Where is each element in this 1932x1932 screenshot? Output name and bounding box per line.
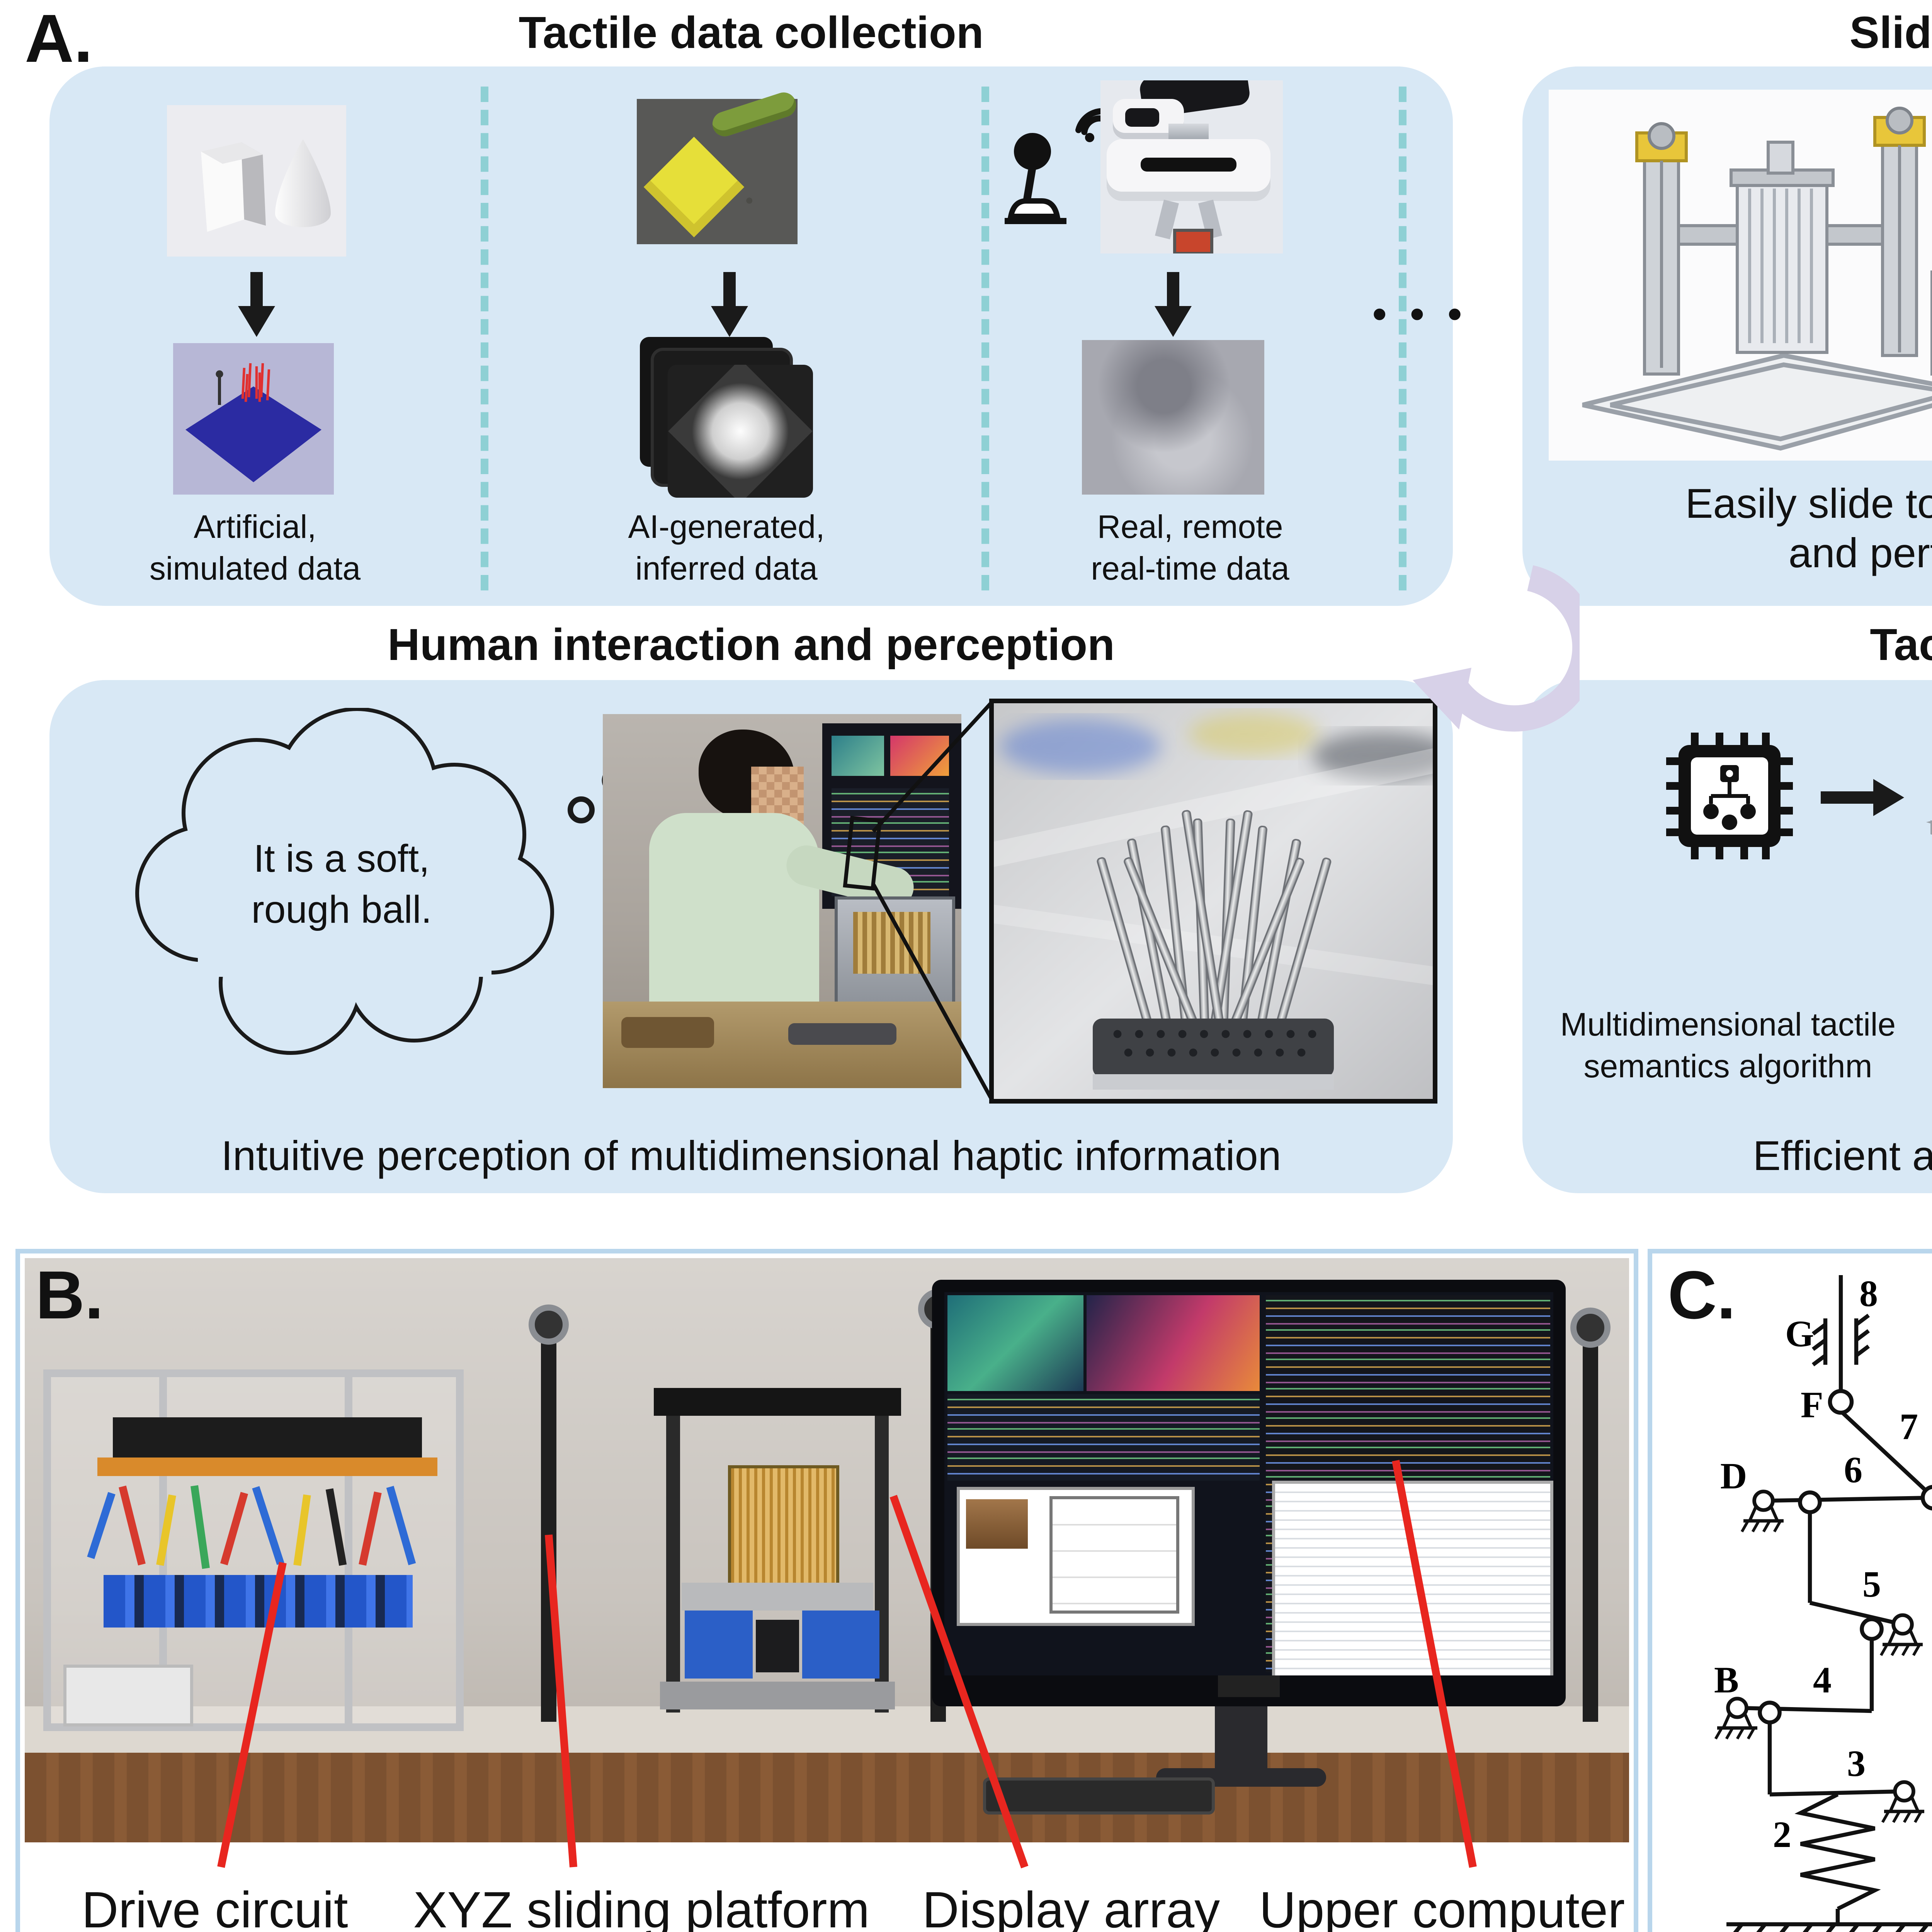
link-label-5: 5 [1862,1563,1881,1605]
monitor-screen [944,1292,1553,1675]
monitor [932,1280,1566,1706]
xyz-stage-block [685,1611,753,1679]
link-label-3: 3 [1847,1743,1866,1784]
link-label-7: 7 [1900,1406,1918,1447]
circuit-top-plate [113,1417,422,1458]
right-arrow-icon [1821,779,1904,816]
robot-gripper-photo [1100,80,1283,253]
collection-title: Tactile data collection [519,9,984,59]
actuator-array-drawing [1926,820,1932,835]
panel-b-letter: B. [36,1258,104,1334]
fingertip-sensor [1173,229,1213,253]
thought-cloud [135,708,554,1055]
divider-2 [981,87,989,590]
divider-1 [481,87,488,590]
annotation-lines [217,1460,1477,1869]
display-array-tower [654,1388,901,1713]
slide-title: Slide window sample [1849,9,1932,59]
screen-gradient-wallpaper [1087,1295,1260,1391]
interaction-caption: Intuitive perception of multidimensional… [221,1133,1281,1179]
drive-circuit-rig [43,1369,464,1731]
joint-label-B: B [1714,1659,1739,1701]
keyboard [983,1777,1215,1815]
pulley-post [1583,1320,1598,1722]
lab-photo [25,1258,1629,1842]
left-tower [1635,122,1688,376]
wire-bundle [87,1479,444,1665]
link-label-2: 2 [1773,1814,1791,1855]
display-title: Tactile data display [1870,621,1932,671]
display-caption: Efficient and intuitive tactile display [1753,1133,1932,1179]
linkage-diagram-panel: C. [1648,1249,1932,1932]
perforated-plate [1093,1019,1334,1077]
panel-a-letter: A. [25,2,93,77]
simulated-spikes [241,363,270,402]
annotation-display-array: Display array [922,1881,1220,1932]
power-module [63,1665,193,1726]
monitor-stand [1215,1706,1267,1771]
robot-body [1107,139,1270,201]
screen-spreadsheet-window [1272,1481,1553,1675]
simulated-shapes-image [167,105,346,257]
photo-annotations: Drive circuit XYZ sliding platform Displ… [20,1866,1634,1932]
tactile-diamond [668,365,813,498]
simulated-plane [185,386,321,482]
remote-tactile-image [1082,340,1264,495]
down-arrow-icon [238,272,275,337]
center-assembly [1730,141,1835,354]
metal-pins [1097,810,1332,1030]
base-rail [660,1682,895,1709]
joystick-icon [1005,133,1066,224]
semantics-chip-icon [1666,733,1793,859]
joint-label-F: F [1801,1384,1823,1425]
cube-icon [201,142,266,232]
down-arrow-icon [1155,272,1192,337]
pin-array-closeup-photo [989,699,1437,1104]
step2-label: Actuator arrayrendering [1873,1005,1932,1089]
yellow-sponge [643,136,745,238]
person-at-desk-photo [603,714,961,1088]
wood-desk [25,1750,1629,1842]
cycle-arrow-icon [1413,565,1580,732]
screen-plot-window [957,1487,1195,1626]
down-arrow-icon [711,272,748,337]
interaction-title: Human interaction and perception [388,621,1115,671]
cone-icon [275,139,331,227]
slide-caption-2: and perform remote operations [1788,530,1932,577]
divider-3 [1399,87,1406,590]
col2-label: AI-generated,inferred data [628,510,825,588]
panel-c-letter: C. [1668,1258,1736,1334]
driver-boards [104,1575,413,1628]
annotation-upper-computer: Upper computer [1259,1881,1625,1932]
setup-photo-panel: B. [15,1249,1638,1932]
link-label-6: 6 [1844,1449,1862,1490]
link-label-4: 4 [1813,1659,1832,1701]
sponge-photo [637,89,799,244]
joint-label-G: G [1785,1313,1814,1354]
simulated-surface-image [173,343,334,495]
annotation-xyz-platform: XYZ sliding platform [413,1881,870,1932]
screen-code-left [947,1394,1260,1481]
col1-label: Artificial,simulated data [149,510,361,588]
xyz-stage-block [802,1611,879,1679]
slide-caption-1: Easily slide to traverse the display win… [1685,481,1932,527]
tactile-frames-stack [640,337,813,498]
screen-image-window [947,1295,1083,1391]
joint-label-D: D [1720,1455,1747,1497]
linkage-diagram: G F D E C B A 8 7 6 5 4 3 2 1 [1652,1273,1932,1932]
link-label-8: 8 [1859,1273,1878,1314]
tactile-frame-front [668,365,813,498]
annotation-drive-circuit: Drive circuit [82,1881,348,1932]
right-tower [1873,107,1926,357]
orange-bar [97,1458,437,1476]
cad-gantry-image [1549,90,1932,461]
desk-device [835,896,955,1011]
stage-plate [682,1583,873,1611]
ellipsis-dots: • • • [1372,291,1468,337]
thought-text: It is a soft,rough ball. [251,838,432,931]
